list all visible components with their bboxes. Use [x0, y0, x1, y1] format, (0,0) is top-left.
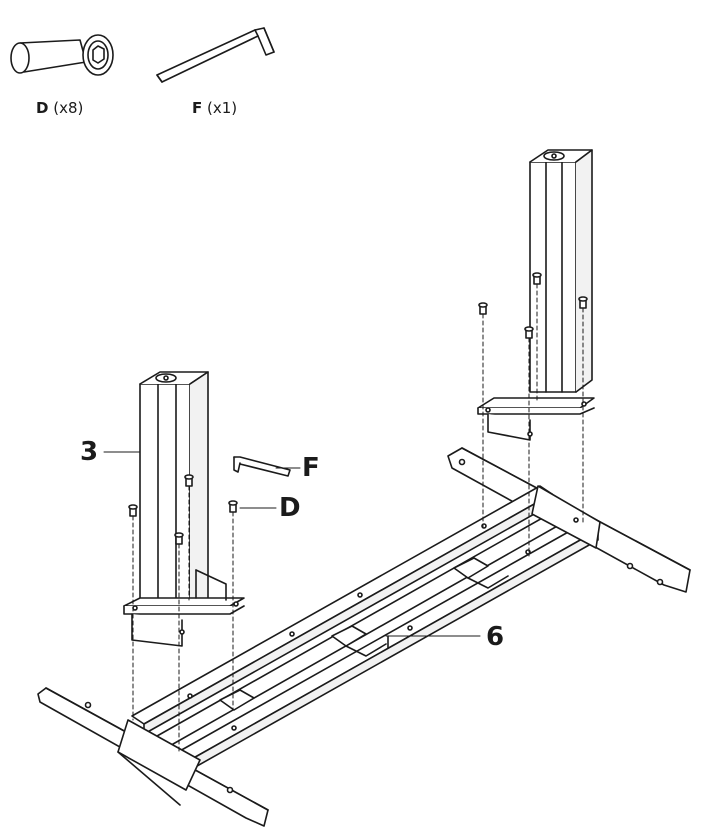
part-f-letter: F: [192, 99, 203, 117]
hex-key-f-icon: [156, 27, 275, 83]
screw-icon: [228, 500, 238, 513]
screw-icon: [578, 296, 588, 309]
callout-wrench: F: [302, 453, 320, 483]
screw-icon: [128, 504, 138, 517]
screw-icon: [478, 302, 488, 315]
callout-screw: D: [279, 493, 301, 523]
leg-right: [477, 149, 595, 441]
leader-lines: [103, 451, 481, 637]
callout-leg: 3: [80, 437, 99, 467]
callout-frame: 6: [486, 622, 505, 652]
screw-icon: [174, 532, 184, 545]
screw-d-icon: [10, 34, 114, 76]
part-f-label: F (x1): [192, 101, 237, 116]
part-f-qty: (x1): [207, 99, 238, 117]
hex-key-f-scene-icon: [233, 456, 291, 477]
screw-icon: [532, 272, 542, 285]
screw-icon: [184, 474, 194, 487]
screw-icon: [524, 326, 534, 339]
leg-left-3: [123, 371, 245, 647]
frame-6: [37, 447, 691, 827]
part-d-qty: (x8): [53, 99, 84, 117]
part-d-label: D (x8): [36, 101, 83, 116]
part-d-letter: D: [36, 99, 49, 117]
guide-lines: [132, 283, 584, 753]
screws-d-scene: [128, 272, 588, 545]
